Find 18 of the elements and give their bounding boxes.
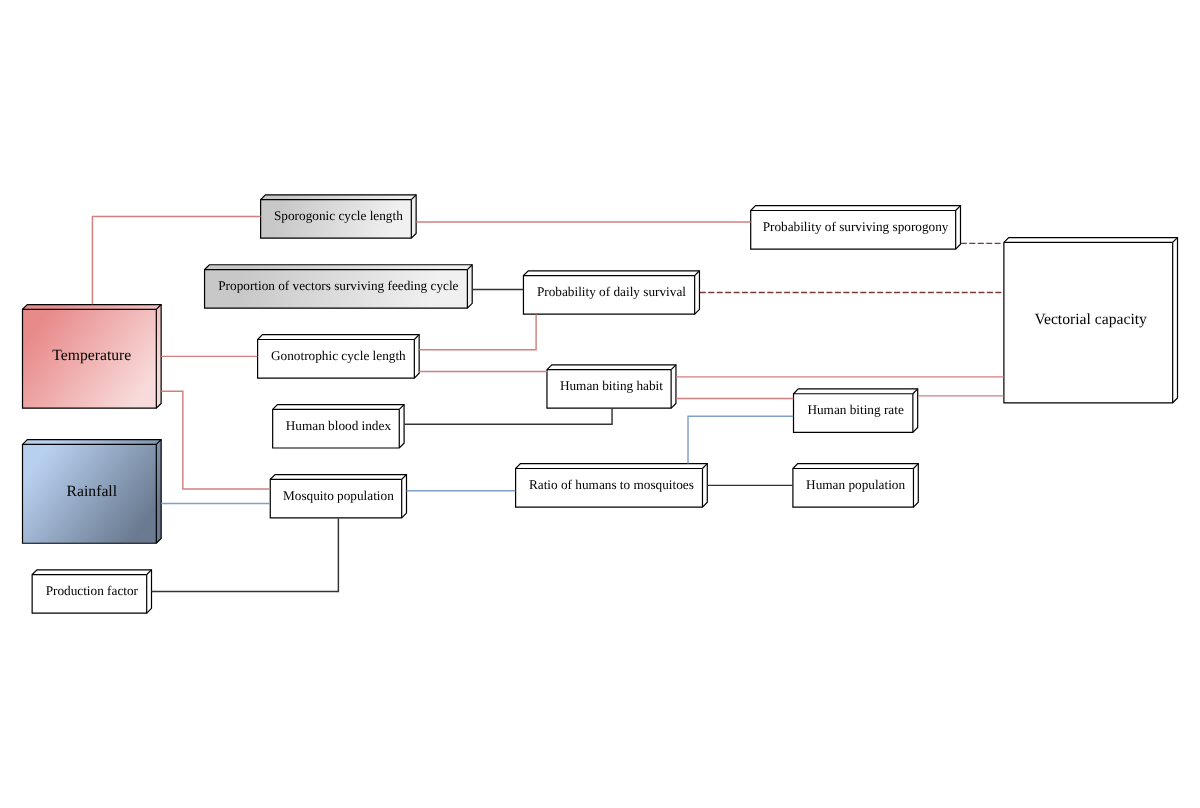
connector — [675, 376, 1005, 378]
connector — [960, 242, 1005, 245]
connector — [91, 215, 262, 306]
connector — [160, 355, 259, 358]
connector — [687, 415, 794, 465]
connector — [415, 221, 752, 223]
connector — [405, 490, 516, 492]
connector — [160, 502, 271, 505]
connector — [403, 407, 613, 425]
connector — [675, 397, 795, 400]
connector — [471, 288, 525, 291]
connector — [150, 517, 340, 593]
connector — [699, 291, 1005, 294]
connector — [418, 313, 537, 351]
connector — [160, 390, 271, 490]
connector — [418, 370, 548, 373]
connector — [917, 395, 1005, 397]
connector — [706, 484, 794, 487]
